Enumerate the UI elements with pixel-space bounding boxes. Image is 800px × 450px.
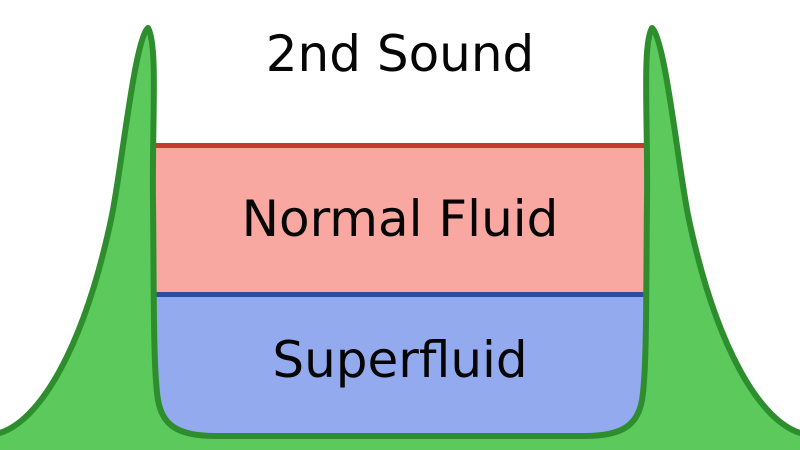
- normal-fluid-label: Normal Fluid: [242, 190, 559, 248]
- superfluid-top-border: [140, 292, 660, 297]
- superfluid-label: Superfluid: [272, 331, 527, 389]
- normal-fluid-top-border: [140, 143, 660, 148]
- normal-fluid-region: [140, 143, 660, 297]
- title-label: 2nd Sound: [266, 25, 535, 83]
- wall-density-curve: [0, 25, 800, 450]
- superfluid-region: [140, 292, 660, 448]
